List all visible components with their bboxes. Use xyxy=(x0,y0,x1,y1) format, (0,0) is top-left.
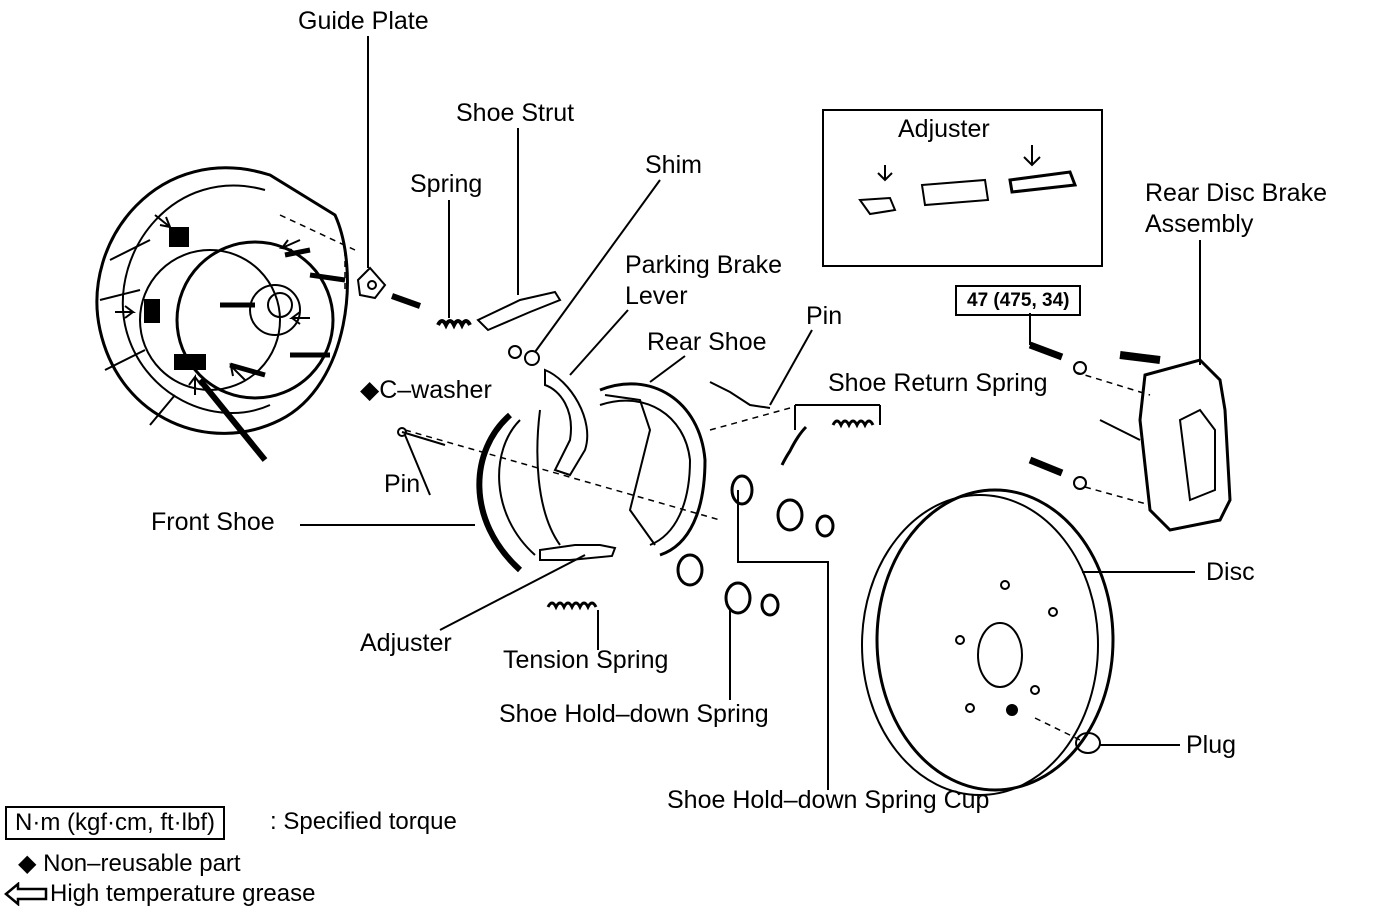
label-disc: Disc xyxy=(1206,558,1255,586)
torque-spec-box: 47 (475, 34) xyxy=(955,285,1082,316)
label-spring: Spring xyxy=(410,170,483,198)
torque-bolt-2 xyxy=(1028,456,1064,477)
shoe-strut-part xyxy=(476,290,562,332)
torque-bolt-1 xyxy=(1028,341,1064,361)
label-shoe-hold-down-spring-cup: Shoe Hold–down Spring Cup xyxy=(667,786,990,814)
legend-grease: High temperature grease xyxy=(50,880,316,907)
pin-left-head xyxy=(397,427,407,437)
return-spring-2 xyxy=(831,419,875,429)
hold-down-parts xyxy=(676,474,835,617)
return-spring-1 xyxy=(780,425,808,466)
adjuster-part xyxy=(539,544,617,561)
leader-lines xyxy=(300,36,1201,790)
adjuster-inset-box xyxy=(822,109,1103,267)
label-rear-disc-brake-2: Assembly xyxy=(1145,210,1254,238)
label-adjuster-inset: Adjuster xyxy=(898,115,990,143)
dashed-lines xyxy=(279,214,1151,741)
legend-unit-box: N·m (kgf·cm, ft·lbf) xyxy=(5,806,225,840)
plug-part xyxy=(1075,732,1101,754)
spring-part xyxy=(436,319,472,330)
backing-plate xyxy=(95,166,349,462)
label-front-shoe: Front Shoe xyxy=(151,508,275,536)
grease-arrow-icon xyxy=(4,882,48,906)
c-washer-part xyxy=(524,350,540,366)
label-shim: Shim xyxy=(645,151,702,179)
label-tension-spring: Tension Spring xyxy=(503,646,669,674)
label-adjuster: Adjuster xyxy=(360,629,452,657)
legend-unit-text: : Specified torque xyxy=(270,808,457,835)
guide-plate-hole xyxy=(367,280,377,290)
pin-right-part xyxy=(709,381,771,409)
label-rear-disc-brake-1: Rear Disc Brake xyxy=(1145,179,1327,207)
label-guide-plate: Guide Plate xyxy=(298,7,429,35)
rear-shoe-part xyxy=(599,382,707,557)
legend-non-reusable: ◆ Non–reusable part xyxy=(18,850,241,877)
label-plug: Plug xyxy=(1186,731,1237,759)
anchor-pin xyxy=(390,293,422,309)
washer-2 xyxy=(1073,476,1087,490)
label-parking-brake-lever-1: Parking Brake xyxy=(625,251,783,279)
adjuster-inset-parts xyxy=(858,145,1078,216)
label-c-washer: ◆C–washer xyxy=(360,376,492,404)
guide-plate-part xyxy=(356,266,387,300)
shim-part xyxy=(508,345,522,359)
caliper-part xyxy=(1099,351,1232,532)
front-shoe-part xyxy=(476,409,561,573)
parking-brake-lever-part xyxy=(544,368,589,477)
label-shoe-return-spring: Shoe Return Spring xyxy=(828,369,1048,397)
pin-left-part xyxy=(401,431,446,446)
label-pin-left: Pin xyxy=(384,470,421,498)
grease-arrows xyxy=(115,214,310,395)
washer-1 xyxy=(1073,361,1087,375)
label-parking-brake-lever-2: Lever xyxy=(625,282,688,310)
label-shoe-hold-down-spring: Shoe Hold–down Spring xyxy=(499,700,769,728)
label-rear-shoe: Rear Shoe xyxy=(647,328,767,356)
tension-spring-part xyxy=(546,601,598,611)
disc-part xyxy=(861,488,1115,796)
label-shoe-strut: Shoe Strut xyxy=(456,99,575,127)
label-pin-right: Pin xyxy=(806,302,843,330)
